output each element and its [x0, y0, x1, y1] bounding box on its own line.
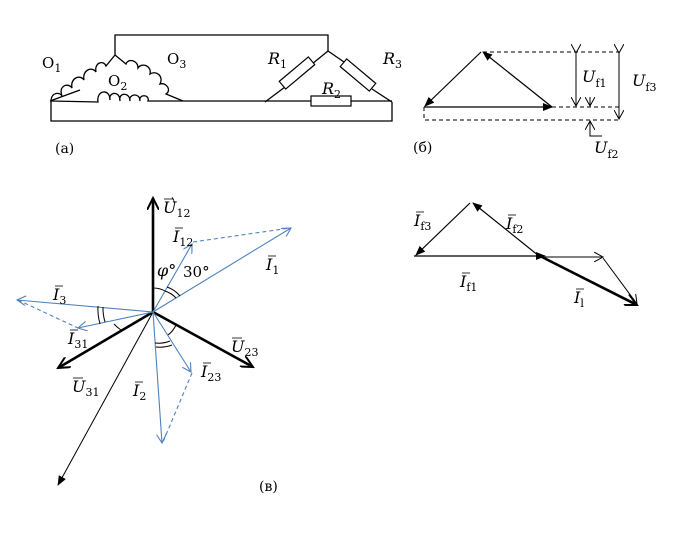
label-u12: U12: [163, 198, 190, 220]
caption-b: (б): [413, 140, 432, 156]
label-if1: If1: [459, 272, 477, 294]
panel-v-phasor-diagram: U12 U23 U31 I12 I1 I3 I31 I2 I23 φ° 30° …: [17, 197, 291, 495]
vector-if3: [415, 202, 471, 256]
vector-overarrows-g: [416, 211, 584, 290]
vector-i3: [17, 300, 154, 313]
vector-i2: [152, 311, 162, 443]
bottom-wire: [50, 101, 393, 122]
vector-il: [539, 254, 637, 307]
label-r2: R2: [321, 79, 341, 101]
panel-g-current-diagram: If3 If2 If1 Il: [413, 202, 637, 310]
panel-a-circuit: O1 O2 O3 R1 R2 R3 (а): [42, 34, 402, 157]
winding-o2: [50, 91, 262, 103]
vector-uf2: [482, 51, 553, 108]
label-i2: I2: [132, 381, 146, 403]
label-i12: I12: [172, 227, 193, 249]
vector-i23: [152, 311, 191, 372]
label-o2: O2: [108, 72, 127, 93]
label-u23: U23: [231, 337, 258, 359]
vector-overarrows: [55, 196, 276, 383]
label-phi: φ°: [157, 261, 176, 280]
label-uf2: Uf2: [594, 138, 619, 161]
label-if2: If2: [505, 214, 523, 236]
label-30deg: 30°: [183, 263, 210, 281]
label-uf3: Uf3: [632, 71, 657, 94]
wire-left: [49, 89, 81, 102]
resistor-r1: [278, 56, 316, 90]
label-i31: I31: [67, 329, 88, 351]
label-i1: I1: [265, 255, 279, 277]
angle-phi-arc: [152, 287, 166, 292]
vector-u31: [58, 310, 154, 368]
label-il: Il: [573, 288, 584, 310]
vector-uf3: [424, 51, 482, 107]
panel-b-voltage-triangle: Uf1 Uf2 Uf3 (б): [413, 52, 657, 161]
label-o1: O1: [42, 54, 61, 75]
vector-if2: [472, 202, 540, 257]
vector-u23: [152, 310, 253, 369]
winding-o3: [114, 54, 184, 102]
label-r3: R3: [382, 49, 402, 71]
label-i3: I3: [52, 285, 66, 307]
label-uf1: Uf1: [582, 67, 607, 90]
vector-u31-long: [57, 311, 154, 486]
label-u31: U31: [72, 377, 99, 399]
angle-30-arc: [166, 286, 181, 297]
caption-v: (в): [259, 479, 278, 495]
label-r1: R1: [267, 49, 287, 71]
resistor-r2: [310, 95, 352, 107]
caption-a: (а): [55, 141, 74, 157]
vector-i31: [78, 311, 154, 328]
top-wire: [114, 34, 329, 55]
label-i23: I23: [200, 362, 221, 384]
vector-i12: [152, 244, 192, 313]
label-if3: If3: [413, 211, 431, 233]
winding-o1: [50, 54, 116, 101]
resistor-r3: [339, 58, 377, 92]
label-o3: O3: [167, 50, 186, 71]
